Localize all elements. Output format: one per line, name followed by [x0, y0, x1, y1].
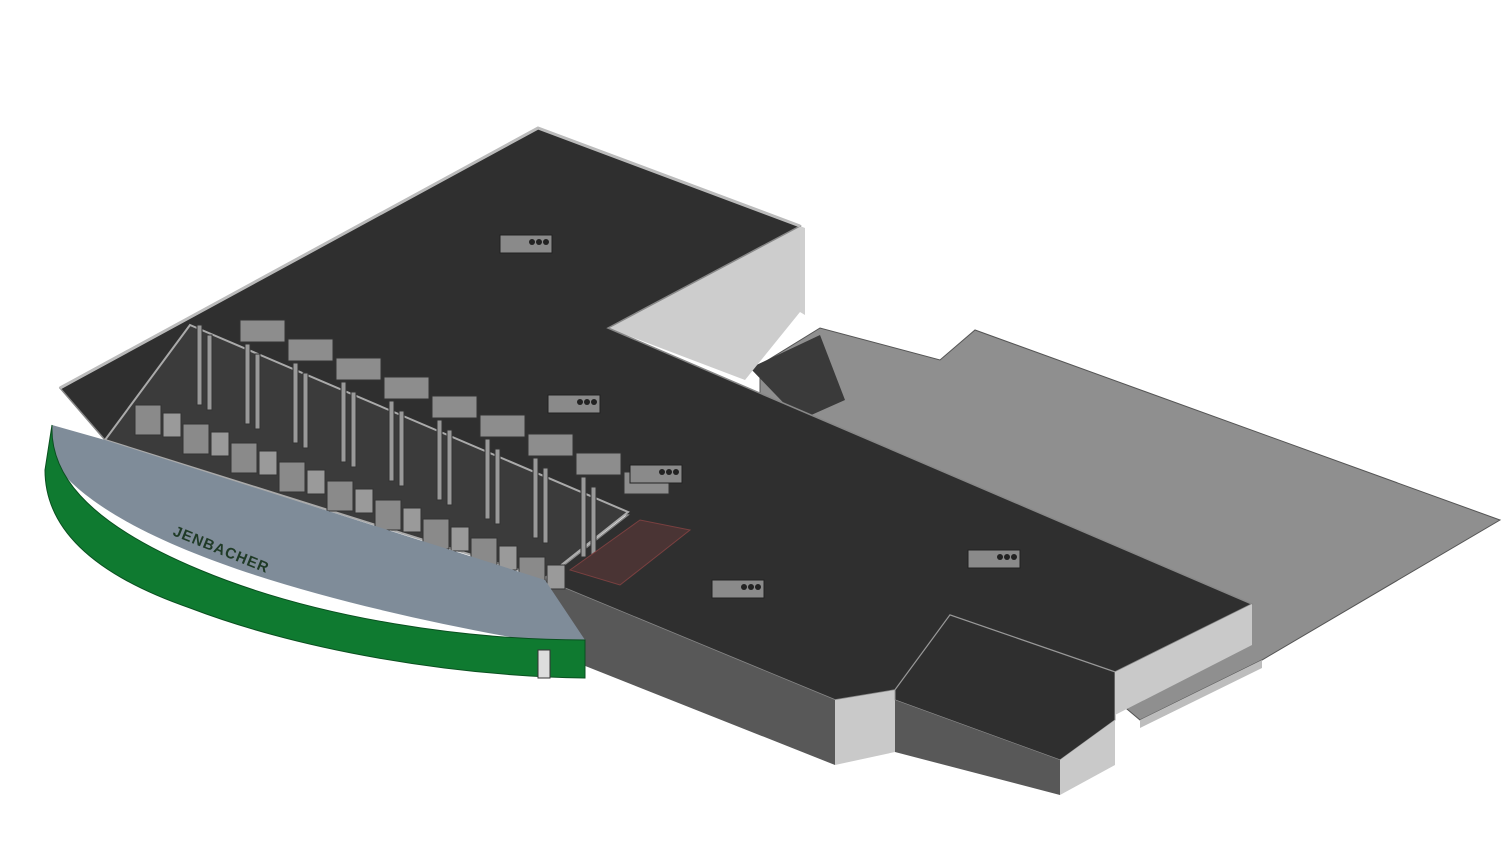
exhaust-stack	[340, 381, 347, 463]
front-wall	[545, 580, 835, 765]
generator-set	[326, 395, 478, 514]
rooftop-hvac-unit	[499, 234, 553, 254]
facade-door	[537, 649, 551, 679]
floor-grating	[568, 519, 692, 586]
exhaust-stack	[446, 429, 453, 506]
exhaust-stack	[292, 362, 299, 444]
exhaust-stack	[494, 448, 501, 525]
exhaust-stack	[350, 391, 357, 468]
lower-block-side	[1060, 720, 1115, 795]
rooftop-units	[499, 234, 1021, 599]
parapet-edge	[59, 126, 801, 390]
rooftop-hvac-unit	[711, 579, 765, 599]
generator-set	[278, 376, 430, 495]
radiator-unit	[479, 414, 526, 438]
generator-set	[230, 357, 382, 476]
rooftop-hvac-unit	[547, 394, 601, 414]
exhaust-stack	[542, 467, 549, 544]
generator-set	[182, 338, 334, 457]
generator-set	[134, 319, 286, 438]
front-wall-corner	[835, 690, 895, 765]
radiator-unit	[287, 338, 334, 362]
exhaust-stack	[484, 438, 491, 520]
lower-block-wall	[895, 700, 1060, 795]
back-wall-right	[800, 226, 805, 315]
rooftop-hvac-unit	[629, 464, 683, 484]
rooftop-hvac-unit	[967, 549, 1021, 569]
radiator-unit	[239, 319, 286, 343]
green-facade	[44, 424, 586, 679]
radiator-unit	[575, 452, 622, 476]
exhaust-stack	[398, 410, 405, 487]
exhaust-stack	[206, 334, 213, 411]
exhaust-stack	[532, 457, 539, 539]
radiator-unit	[335, 357, 382, 381]
slab-edge	[1140, 660, 1262, 728]
exhaust-stack	[580, 476, 587, 558]
exhaust-stack	[590, 486, 597, 563]
radiator-unit	[527, 433, 574, 457]
glazed-roof	[52, 425, 585, 650]
exhaust-stack	[244, 343, 251, 425]
notch-wall	[608, 226, 800, 380]
radiator-unit	[431, 395, 478, 419]
exhaust-stack	[302, 372, 309, 449]
light-well	[750, 335, 845, 420]
exhaust-stack	[254, 353, 261, 430]
right-wall	[1115, 604, 1252, 715]
generator-set	[374, 414, 526, 533]
radiator-unit	[383, 376, 430, 400]
exhaust-stack	[436, 419, 443, 501]
exhaust-stack	[196, 324, 203, 406]
exhaust-stack	[388, 400, 395, 482]
